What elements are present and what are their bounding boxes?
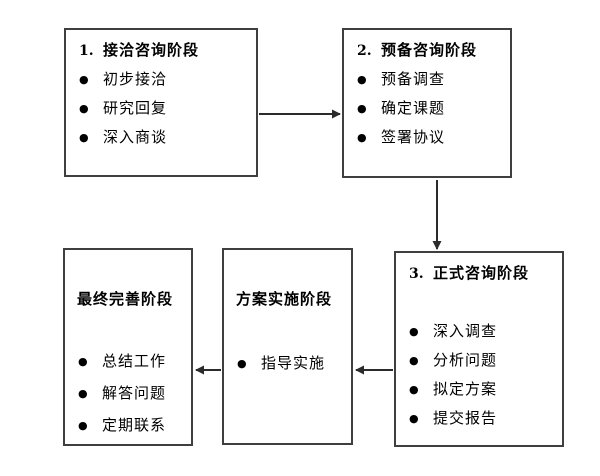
bullet-icon: ●	[357, 131, 367, 144]
stage-title: 正式咨询阶段	[433, 264, 530, 282]
stage-item: 初步接洽	[103, 70, 168, 88]
stage-title: 最终完善阶段	[77, 290, 174, 308]
spacer	[65, 314, 191, 345]
bullet-icon: ●	[78, 354, 88, 368]
stage-item: 深入商谈	[103, 128, 168, 146]
list-item: ● 总结工作	[65, 345, 191, 377]
stage-item: 确定课题	[381, 99, 446, 117]
stage-item: 签署协议	[381, 128, 446, 146]
bullet-icon: ●	[409, 354, 419, 367]
stage-item: 定期联系	[102, 415, 167, 434]
stage-box-formal-consulting: 3. 正式咨询阶段 ● 深入调查 ● 分析问题 ● 拟定方案 ● 提交报告	[394, 251, 564, 447]
list-item: ● 深入商谈	[66, 123, 256, 152]
stage-box-final-improvement: 最终完善阶段 ● 总结工作 ● 解答问题 ● 定期联系	[63, 248, 193, 446]
spacer	[65, 256, 191, 285]
list-item: ● 深入调查	[396, 317, 562, 346]
bullet-icon: ●	[357, 73, 367, 86]
stage-title: 预备咨询阶段	[381, 41, 478, 59]
bullet-icon: ●	[409, 412, 419, 425]
bullet-icon: ●	[78, 386, 88, 400]
stage-box-contact-consulting: 1. 接洽咨询阶段 ● 初步接洽 ● 研究回复 ● 深入商谈	[64, 28, 258, 177]
stage-box-plan-implementation: 方案实施阶段 ● 指导实施	[222, 248, 353, 445]
stage-item: 研究回复	[103, 99, 168, 117]
stage-item: 拟定方案	[433, 380, 498, 398]
stage-number: 3.	[409, 265, 424, 282]
bullet-icon: ●	[79, 131, 89, 144]
stage-item: 深入调查	[433, 322, 498, 340]
list-item: ● 签署协议	[344, 123, 510, 152]
list-item: ● 定期联系	[65, 409, 191, 441]
list-item: ● 拟定方案	[396, 375, 562, 404]
list-item: ● 分析问题	[396, 346, 562, 375]
stage-title-row: 方案实施阶段	[224, 285, 351, 314]
stage-box-preparatory-consulting: 2. 预备咨询阶段 ● 预备调查 ● 确定课题 ● 签署协议	[342, 28, 512, 178]
stage-item: 提交报告	[433, 409, 498, 427]
list-item: ● 提交报告	[396, 404, 562, 433]
stage-title-row: 最终完善阶段	[65, 285, 191, 314]
list-item: ● 研究回复	[66, 94, 256, 123]
stage-item: 解答问题	[102, 383, 167, 402]
stage-number: 2.	[357, 42, 372, 59]
bullet-icon: ●	[79, 102, 89, 115]
bullet-icon: ●	[409, 325, 419, 338]
spacer	[396, 288, 562, 317]
bullet-icon: ●	[237, 357, 247, 370]
spacer	[224, 314, 351, 349]
spacer	[224, 256, 351, 285]
bullet-icon: ●	[78, 418, 88, 432]
stage-title: 方案实施阶段	[236, 290, 333, 308]
list-item: ● 确定课题	[344, 94, 510, 123]
stage-number: 1.	[79, 42, 94, 59]
list-item: ● 预备调查	[344, 65, 510, 94]
list-item: ● 解答问题	[65, 377, 191, 409]
stage-title: 接洽咨询阶段	[103, 41, 200, 59]
list-item: ● 指导实施	[224, 349, 351, 378]
list-item: ● 初步接洽	[66, 65, 256, 94]
stage-title-row: 2. 预备咨询阶段	[344, 36, 510, 65]
stage-title-row: 3. 正式咨询阶段	[396, 259, 562, 288]
stage-item: 总结工作	[102, 351, 167, 370]
stage-item: 预备调查	[381, 70, 446, 88]
stage-title-row: 1. 接洽咨询阶段	[66, 36, 256, 65]
stage-item: 指导实施	[261, 354, 326, 372]
bullet-icon: ●	[79, 73, 89, 86]
stage-item: 分析问题	[433, 351, 498, 369]
bullet-icon: ●	[409, 383, 419, 396]
bullet-icon: ●	[357, 102, 367, 115]
